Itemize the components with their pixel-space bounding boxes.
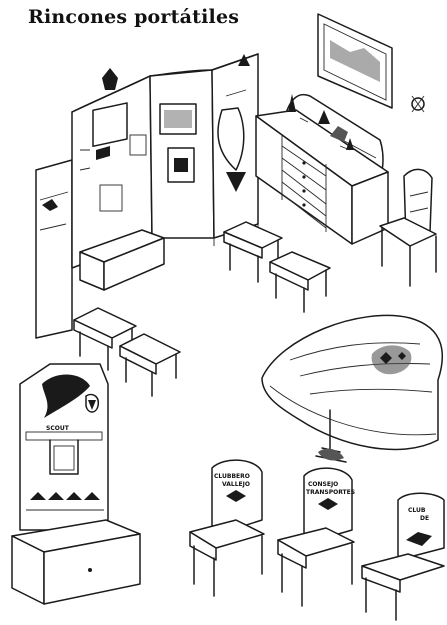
stool-3 — [73, 307, 137, 371]
chair-upper-right — [379, 168, 437, 287]
chair-3: CLUB DE — [361, 492, 445, 621]
page-title: Rincones portátiles — [28, 6, 240, 28]
chair-2: CONSEJO TRANSPORTES — [277, 467, 355, 607]
chair-1-label-line1: CLUBBERO — [214, 473, 250, 480]
chair-1-label-line2: VALLEJO — [222, 481, 250, 488]
stool-2 — [269, 251, 331, 313]
chair-2-label-line1: CONSEJO — [308, 481, 338, 488]
chair-3-label-line1: CLUB — [408, 507, 426, 514]
stool-4 — [119, 333, 181, 397]
chair-1: CLUBBERO VALLEJO — [189, 459, 265, 597]
chest-bench — [79, 229, 165, 291]
folding-screen — [35, 53, 259, 339]
chair-2-label-line2: TRANSPORTES — [306, 489, 355, 496]
wall-picture — [317, 13, 393, 109]
scout-stand: SCOUT — [11, 363, 141, 605]
stool-1 — [223, 221, 283, 283]
ornament — [411, 95, 425, 113]
chair-3-label-line2: DE — [420, 515, 429, 522]
stand-label: SCOUT — [46, 425, 70, 432]
round-table — [261, 314, 444, 463]
sideboard — [255, 93, 389, 245]
